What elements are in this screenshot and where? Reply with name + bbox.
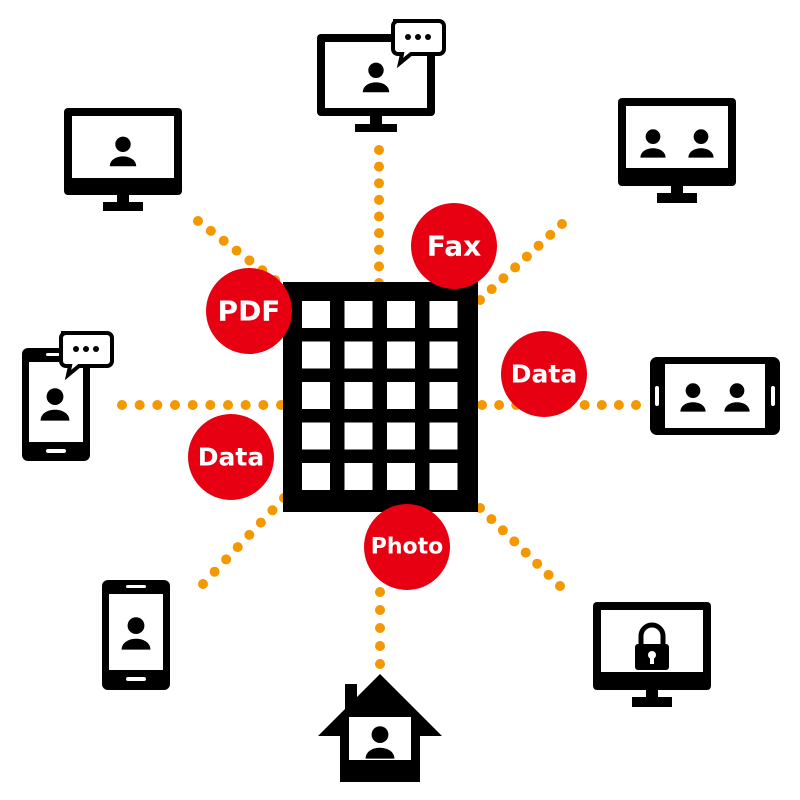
connection-dot [209,566,220,577]
bubble-photo-label: Photo [371,535,444,560]
building-window [344,463,373,490]
connection-dot [193,216,203,226]
connection-dot [557,219,567,229]
connection-dot [533,240,544,251]
building-window [302,341,330,369]
connection-dot [631,400,641,410]
bubble-fax-label: Fax [427,230,481,263]
connection-dot [223,400,233,410]
monitor-two-users-icon [618,98,736,203]
connection-dot [477,400,487,410]
bubble-pdf-label: PDF [218,295,281,328]
bubble-fax: Fax [411,203,497,289]
connection-dot [545,229,556,240]
bubble-data-right-label: Data [511,360,577,389]
building-window [429,301,458,328]
tablet-two-users-icon [650,357,780,435]
bubble-pdf: PDF [206,268,292,354]
connection-dot [596,400,607,410]
connection-dot [613,400,624,410]
connection-dot [218,235,229,246]
bubble-data-left-label: Data [198,443,264,472]
connection-dot [258,400,269,410]
building-window [429,422,458,450]
building-window [429,463,458,490]
connection-dot [375,587,385,597]
connection-dot [555,581,565,591]
monitor-lock-icon [593,602,711,707]
connection-dot [374,244,384,255]
connection-dot [244,255,255,266]
building-window [344,382,373,409]
connection-dot [486,514,497,525]
connection-dot [509,536,520,547]
connection-dot [187,400,198,410]
building-window [387,382,415,409]
connection-dot [510,262,521,273]
bubble-data-right: Data [501,331,587,417]
building-window [429,382,458,409]
connection-dot [244,529,255,540]
connection-dot [170,400,180,410]
building-window [387,341,415,369]
connection-dot [152,400,163,410]
smartphone-user-chat-icon [22,331,114,461]
monitor-user-chat-icon [317,19,446,132]
connection-dot [240,400,251,410]
dotted-connection-lines [117,145,641,669]
connection-dot [375,659,385,669]
connection-dot [375,605,385,615]
building-window [302,422,330,450]
connection-dot [374,228,384,239]
building-window [302,463,330,490]
building-window [344,341,373,369]
home-user-icon [318,674,442,782]
data-bubbles: Fax PDF Data Data Photo [188,203,587,590]
connection-dot [494,400,505,410]
connection-dot [521,251,532,262]
connection-dot [374,261,384,272]
connection-dot [117,400,127,410]
connection-dot [374,211,384,222]
smartphone-user-icon [102,580,170,690]
connection-dot [231,245,242,256]
building-window [344,301,373,328]
building-window [302,301,330,328]
connection-dot [579,400,590,410]
connection-dot [374,178,384,189]
office-building-icon [283,282,478,512]
building-window [387,301,415,328]
building-window [344,422,373,450]
connection-dot [498,273,509,284]
connection-dot [205,400,216,410]
building-window [429,341,458,369]
connection-dot [497,525,508,536]
connection-dot [198,579,208,589]
connection-dot [543,569,554,580]
connection-dot [221,554,232,565]
connection-dot [374,161,384,172]
connection-dot [134,400,145,410]
connection-dot [374,145,384,155]
connection-dot [520,547,531,558]
connection-dot [486,284,497,295]
connection-dot [232,542,243,553]
connection-dot [375,623,385,633]
building-window [302,382,330,409]
monitor-user-icon [64,108,182,211]
building-window [387,422,415,450]
connection-dot [205,225,216,236]
building-window [387,463,415,490]
connection-dot [255,517,266,528]
bubble-photo: Photo [364,504,450,590]
connection-dot [267,505,278,516]
connection-dot [375,641,385,651]
connection-dot [532,558,543,569]
bubble-data-left: Data [188,414,274,500]
connection-dot [374,194,384,205]
